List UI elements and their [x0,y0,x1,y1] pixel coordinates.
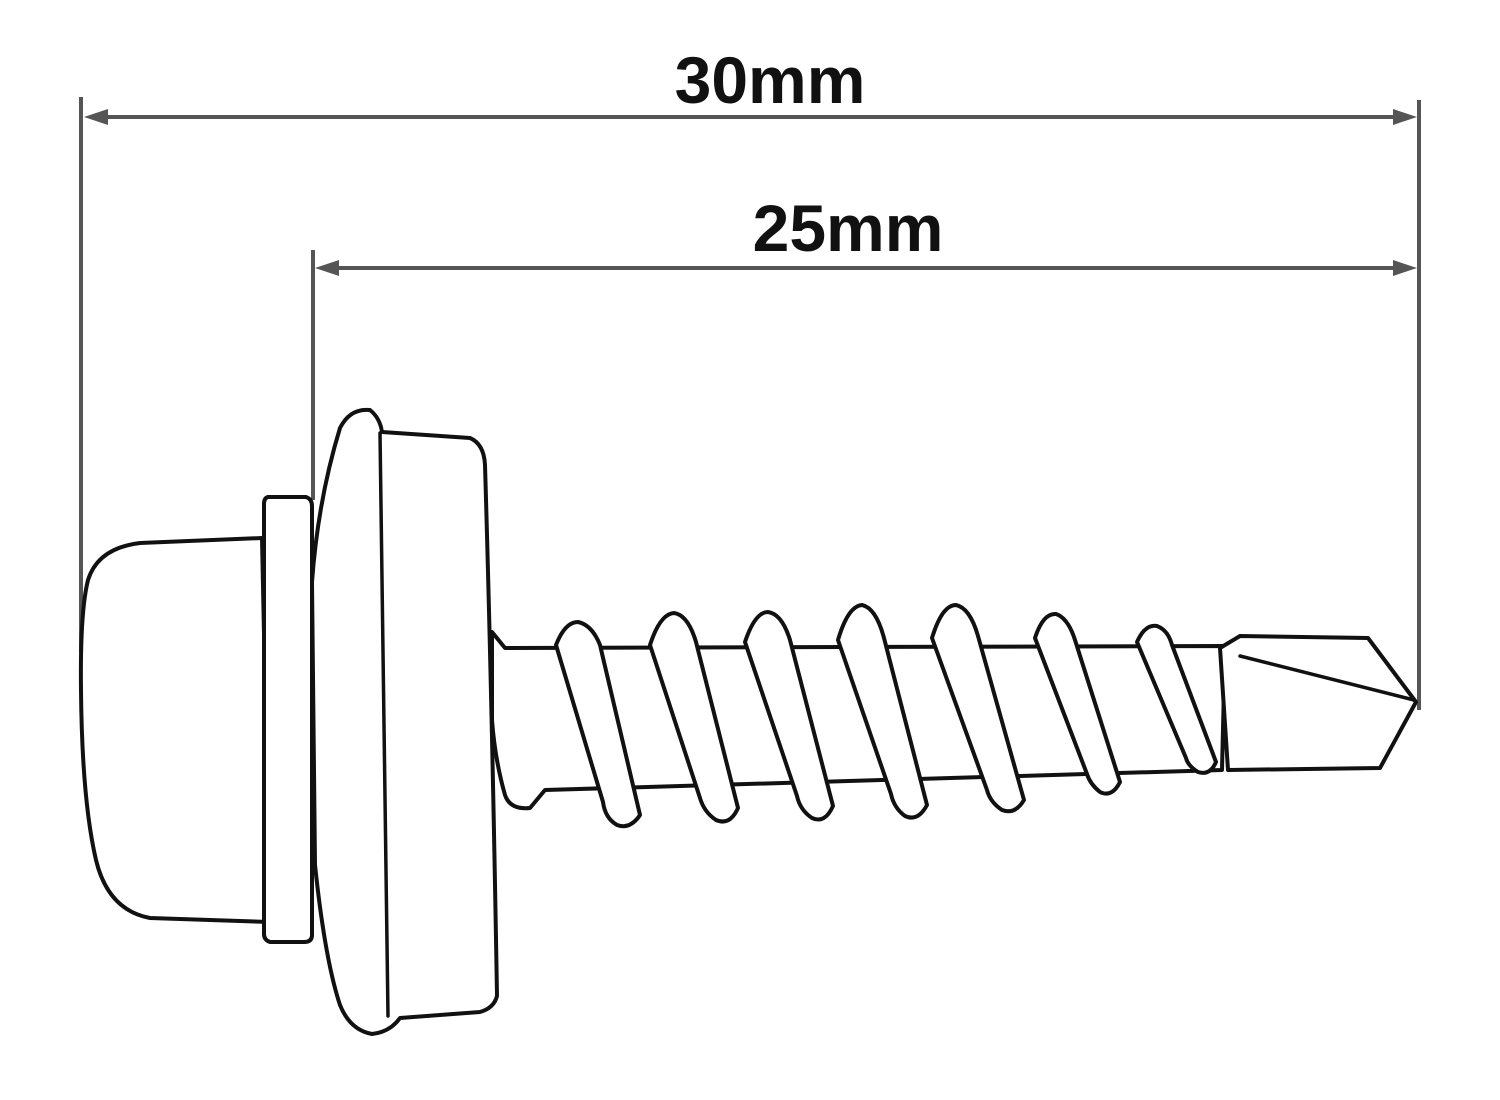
thread-length-dimension: 25mm [311,191,1417,500]
drill-tip-flute [1238,654,1416,702]
washer-edge-line [378,431,390,1018]
thread-crest [930,603,1026,814]
hex-head [78,536,272,924]
thread-crest [1135,623,1218,775]
thread-crest [836,603,929,820]
thread-length-label: 25mm [753,191,944,265]
rubber-washer [310,407,499,1036]
total-length-label: 30mm [675,43,866,117]
total-length-arrow-right [1393,109,1417,125]
thread-crest [554,620,642,829]
thread-crest [648,611,740,824]
total-length-arrow-left [84,109,108,125]
drill-tip [1218,634,1418,772]
thread-crest [743,610,835,822]
screw-icon [78,407,1418,1036]
flange-collar [262,495,314,944]
thread-length-arrow-right [1393,260,1417,276]
screw-threads [554,603,1218,829]
thread-length-arrow-left [315,260,339,276]
thread-crest [1033,612,1122,796]
total-length-dimension: 30mm [79,43,1421,710]
